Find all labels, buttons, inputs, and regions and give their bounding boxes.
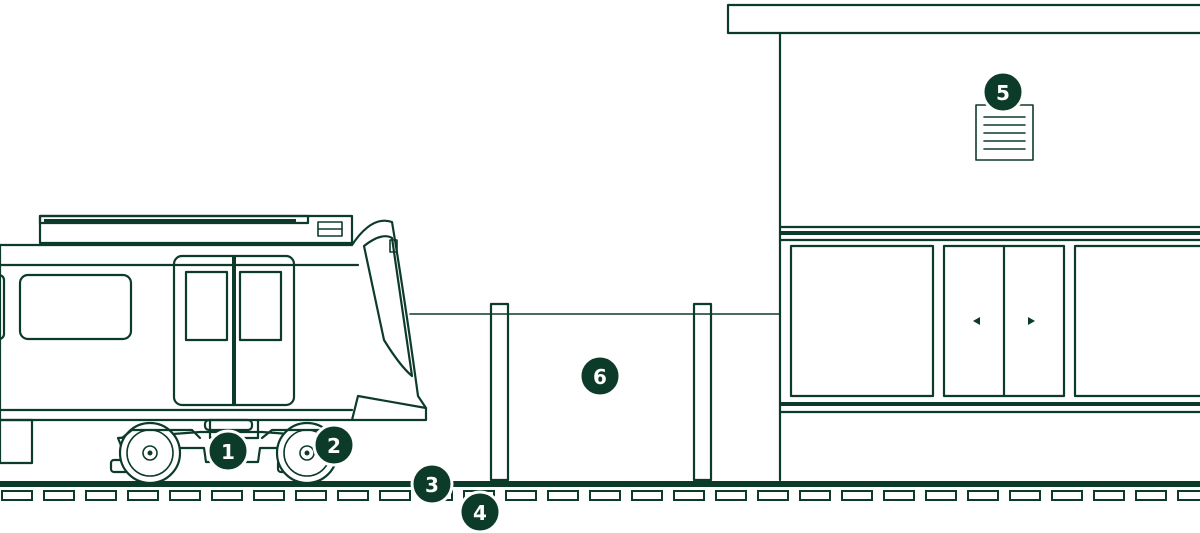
sleeper <box>379 490 411 501</box>
callout-badge-2: 2 <box>312 423 356 467</box>
station-building <box>726 3 1200 482</box>
sleepers <box>1 490 1200 501</box>
sleeper <box>1009 490 1041 501</box>
sleeper <box>547 490 579 501</box>
callout-badge-1: 1 <box>206 429 250 473</box>
sleeper <box>253 490 285 501</box>
svg-text:2: 2 <box>327 434 341 458</box>
track <box>0 481 1200 501</box>
svg-text:4: 4 <box>473 501 487 525</box>
callout-badge-6: 6 <box>578 354 622 398</box>
station-roof <box>726 3 1200 35</box>
sleeper <box>85 490 117 501</box>
sleeper <box>43 490 75 501</box>
sleeper <box>883 490 915 501</box>
train <box>0 214 428 485</box>
sleeper <box>841 490 873 501</box>
sleeper <box>715 490 747 501</box>
station-window <box>1073 244 1200 398</box>
train-windshield <box>362 235 414 378</box>
svg-text:1: 1 <box>221 440 235 464</box>
svg-text:5: 5 <box>996 81 1010 105</box>
sleeper <box>589 490 621 501</box>
sleeper <box>337 490 369 501</box>
door-arrow-right-icon <box>1028 317 1035 325</box>
train-window <box>18 273 133 341</box>
sleeper <box>169 490 201 501</box>
sleeper <box>505 490 537 501</box>
notice-board-icon <box>975 104 1034 161</box>
svg-text:6: 6 <box>593 365 607 389</box>
callout-badge-4: 4 <box>458 490 502 533</box>
sleeper <box>757 490 789 501</box>
station-sliding-door <box>942 244 1066 398</box>
sleeper <box>127 490 159 501</box>
barrier-post <box>692 302 713 482</box>
sleeper <box>1051 490 1083 501</box>
station-window <box>789 244 935 398</box>
sleeper <box>211 490 243 501</box>
wheel <box>118 421 182 485</box>
callout-badge-3: 3 <box>410 462 454 506</box>
sleeper <box>1135 490 1167 501</box>
sleeper <box>295 490 327 501</box>
sleeper <box>799 490 831 501</box>
sleeper <box>925 490 957 501</box>
sleeper <box>673 490 705 501</box>
sleeper <box>1 490 33 501</box>
barrier-post <box>489 302 510 482</box>
sleeper <box>967 490 999 501</box>
callout-badge-5: 5 <box>981 70 1025 114</box>
train-door <box>172 254 296 407</box>
door-arrow-left-icon <box>973 317 980 325</box>
svg-text:3: 3 <box>425 473 439 497</box>
platform-barrier <box>409 302 781 482</box>
sleeper <box>1093 490 1125 501</box>
sleeper <box>631 490 663 501</box>
bogie <box>109 418 346 485</box>
train-body <box>0 219 428 422</box>
sleeper <box>1177 490 1200 501</box>
